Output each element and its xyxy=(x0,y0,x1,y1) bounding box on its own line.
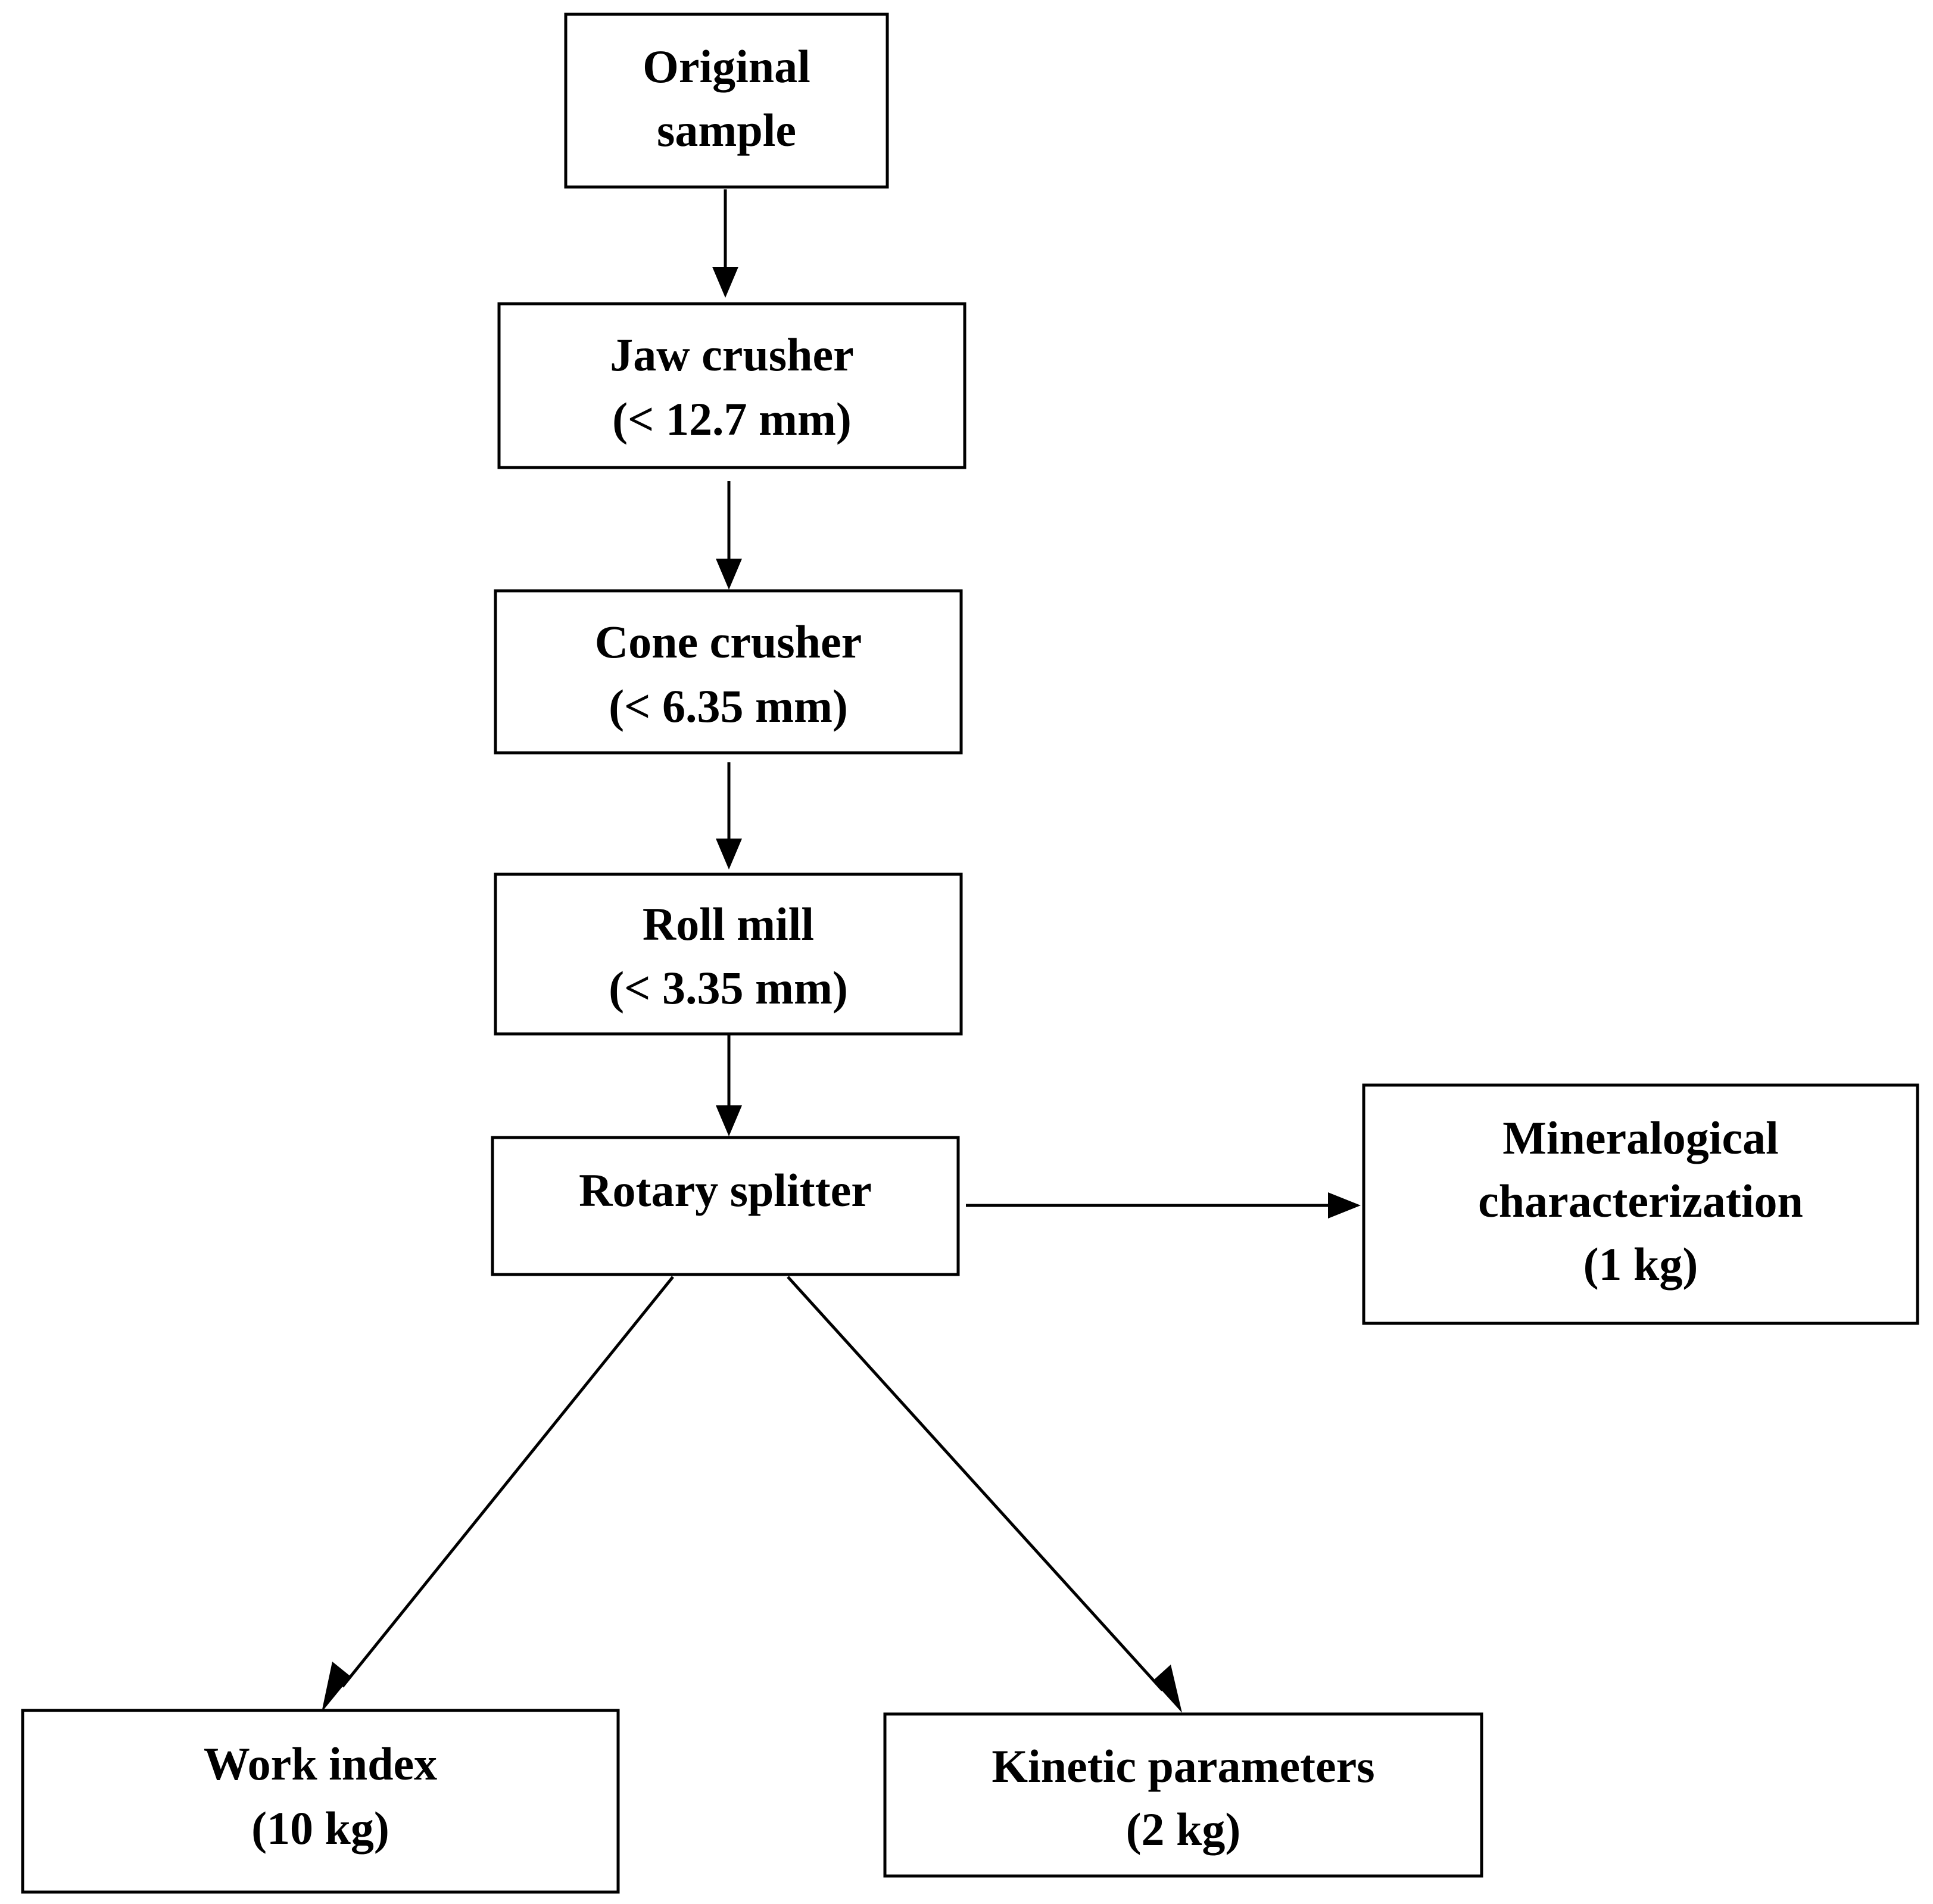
node-mineralogical-line-1: Mineralogical xyxy=(1502,1112,1779,1164)
node-work-index: Work index (10 kg) xyxy=(21,1709,620,1894)
node-cone-crusher-line-1: Cone crusher xyxy=(595,616,862,668)
edge-roll-to-splitter xyxy=(716,1035,742,1136)
edge-splitter-to-mineralogical xyxy=(966,1192,1361,1219)
node-work-index-line-2: (10 kg) xyxy=(251,1802,389,1854)
node-cone-crusher: Cone crusher (< 6.35 mm) xyxy=(494,589,963,755)
node-work-index-line-1: Work index xyxy=(204,1738,437,1790)
node-roll-mill: Roll mill (< 3.35 mm) xyxy=(494,872,963,1036)
node-jaw-crusher-line-2: (< 12.7 mm) xyxy=(612,393,852,445)
node-original-sample: Original sample xyxy=(564,13,889,189)
node-kinetic-line-2: (2 kg) xyxy=(1126,1803,1241,1855)
node-kinetic-parameters: Kinetic parameters (2 kg) xyxy=(883,1712,1483,1878)
edge-jaw-to-cone xyxy=(716,481,742,590)
node-jaw-crusher: Jaw crusher (< 12.7 mm) xyxy=(497,302,966,469)
edge-original-to-jaw xyxy=(712,189,738,298)
node-jaw-crusher-line-1: Jaw crusher xyxy=(610,329,853,381)
node-rotary-splitter: Rotary splitter xyxy=(491,1136,960,1276)
node-mineralogical-line-3: (1 kg) xyxy=(1583,1238,1698,1290)
node-cone-crusher-line-2: (< 6.35 mm) xyxy=(609,680,848,732)
edge-splitter-to-work-index xyxy=(322,1276,674,1712)
edge-splitter-to-kinetic xyxy=(787,1276,1182,1713)
node-mineralogical-characterization: Mineralogical characterization (1 kg) xyxy=(1362,1083,1919,1325)
node-roll-mill-line-1: Roll mill xyxy=(643,898,814,950)
node-roll-mill-line-2: (< 3.35 mm) xyxy=(609,962,848,1014)
node-rotary-splitter-line-1: Rotary splitter xyxy=(579,1164,872,1216)
node-kinetic-line-1: Kinetic parameters xyxy=(992,1740,1374,1792)
node-original-sample-line-2: sample xyxy=(657,104,796,156)
edge-cone-to-roll xyxy=(716,762,742,870)
node-mineralogical-line-2: characterization xyxy=(1478,1175,1803,1227)
node-original-sample-line-1: Original xyxy=(643,40,810,92)
